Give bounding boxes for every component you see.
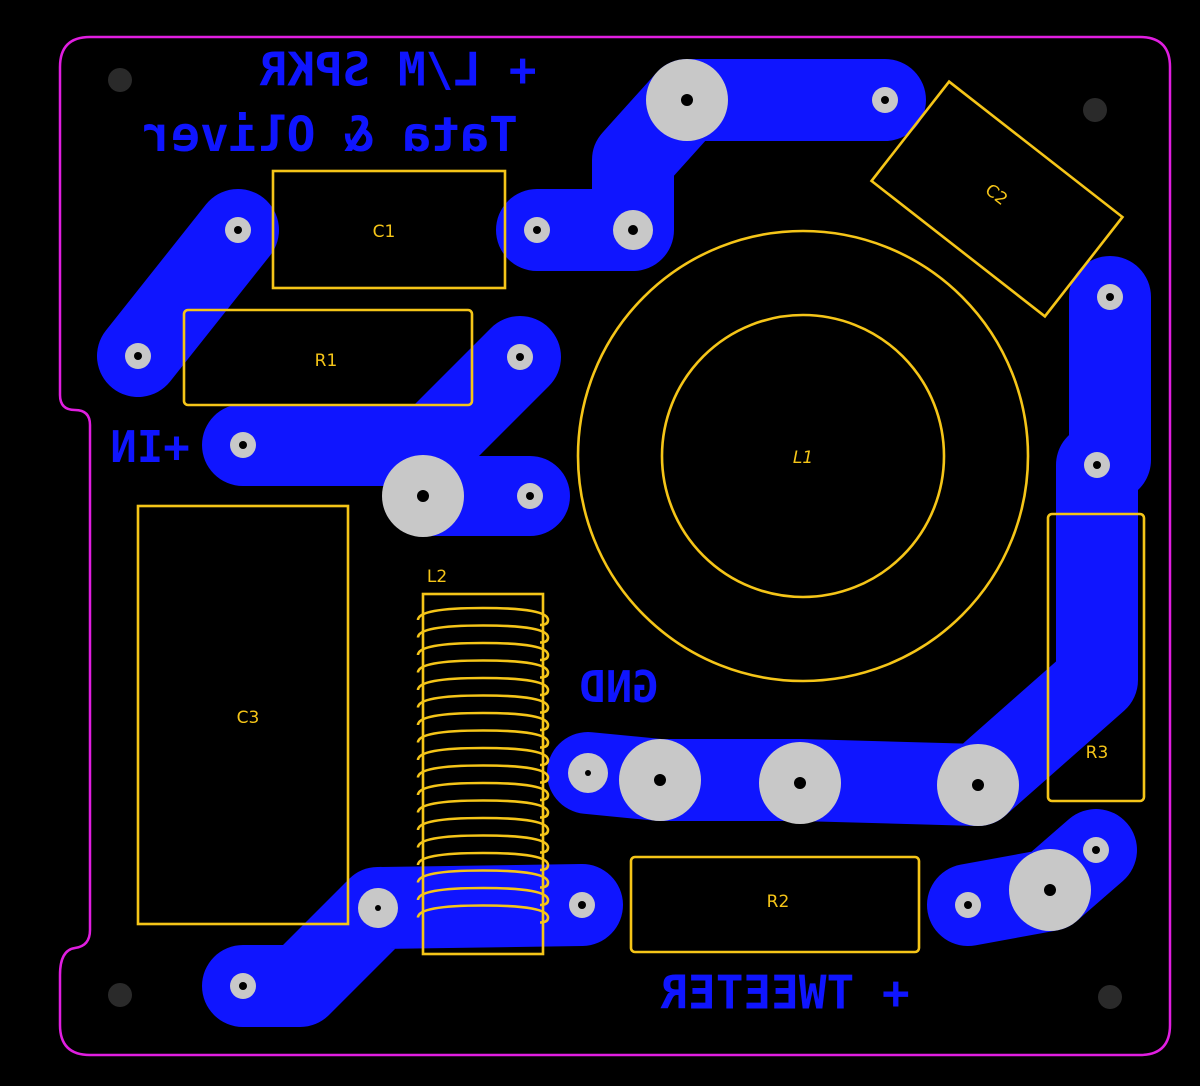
l2-coil-turn: [416, 606, 550, 627]
pad-c2-r3-top: [1097, 284, 1123, 310]
pad-l1-b: [517, 483, 543, 509]
l2-coil-turn: [416, 641, 550, 662]
l2-coil-turn: [416, 711, 550, 732]
trace-c2-r3: [937, 256, 1151, 826]
mounting-hole-top-right: [1083, 98, 1107, 122]
pad-tweeter-a: [1009, 849, 1091, 931]
l2-coil-turn: [416, 904, 550, 924]
copper-texts: + L/M SPKR Tata & Oliver +IN GND + TWEET…: [110, 43, 909, 1020]
silkscreen: C1 R1 C2 L1 C3 R3 R2 L2: [136, 79, 1146, 956]
pad-ground-c: [937, 744, 1019, 826]
l2-coil-turn: [416, 816, 550, 837]
l1-inner-ring: [660, 313, 946, 599]
pad-c1-c2-link: [613, 210, 653, 250]
c2-outline: [869, 79, 1125, 319]
c2-label: C2: [981, 180, 1011, 210]
l2-coil-turn: [416, 729, 550, 749]
title-line2-text: Tata & Oliver: [142, 107, 518, 163]
l2-coil-turn: [416, 694, 550, 714]
r3-label: R3: [1086, 743, 1109, 763]
pad-ground-b: [759, 742, 841, 824]
r1-outline: [182, 308, 474, 407]
pad-l1-a: [382, 455, 464, 537]
board-outline: [58, 35, 1172, 1057]
l1-label: L1: [793, 448, 813, 468]
tweeter-label: + TWEETER: [660, 966, 910, 1020]
trace-input-r1: [202, 316, 561, 486]
l2-coil-turn: [416, 676, 550, 697]
title-line1-text: + L/M SPKR: [259, 43, 536, 97]
input-label: +IN: [110, 422, 189, 473]
pad-c2-a: [646, 59, 728, 141]
pads: [125, 59, 1123, 999]
pad-c1-left: [225, 217, 251, 243]
l2-coil-turn: [416, 659, 550, 679]
r3-outline: [1046, 512, 1146, 803]
trace-l2-c3: [202, 864, 623, 1027]
l1-outer-ring: [576, 229, 1030, 683]
l2-coil-turn: [416, 624, 550, 644]
trace-c1-c2: [496, 59, 926, 271]
c3-outline: [136, 504, 350, 926]
l2-label: L2: [427, 567, 447, 587]
mounting-hole-bottom-left: [108, 983, 132, 1007]
pad-r2-right: [955, 892, 981, 918]
r2-outline: [629, 855, 921, 954]
c1-outline: [271, 169, 507, 290]
pad-ground: [568, 753, 608, 793]
l2-coil-turn: [416, 869, 550, 889]
c3-label: C3: [237, 708, 260, 728]
l2-outline: [421, 592, 545, 956]
l2-coil-turn: [416, 746, 550, 767]
mounting-hole-top-left: [108, 68, 132, 92]
l2-coil-turn: [416, 851, 550, 872]
l2-coil-turn: [416, 834, 550, 854]
pad-input: [230, 432, 256, 458]
r2-label: R2: [767, 892, 790, 912]
pad-r3-top: [1084, 452, 1110, 478]
pad-c3-bottom: [230, 973, 256, 999]
r1-label: R1: [315, 351, 338, 371]
l2-coil-windings: [416, 606, 550, 924]
l2-coil-turn: [416, 781, 550, 802]
pad-l2-right: [569, 892, 595, 918]
l2-coil-turn: [416, 799, 550, 819]
l2-coil-turn: [416, 764, 550, 784]
ground-label: GND: [579, 662, 658, 713]
pad-l2-left: [358, 888, 398, 928]
pad-r1-right: [507, 344, 533, 370]
c1-label: C1: [373, 222, 396, 242]
pad-tweeter-b: [1083, 837, 1109, 863]
l2-coil-turn: [416, 886, 550, 907]
trace-c1-r1: [97, 189, 279, 397]
pad-r1-left: [125, 343, 151, 369]
pad-c1-right: [524, 217, 550, 243]
pad-c2-b: [872, 87, 898, 113]
pad-ground-a: [619, 739, 701, 821]
mounting-hole-bottom-right: [1098, 985, 1122, 1009]
